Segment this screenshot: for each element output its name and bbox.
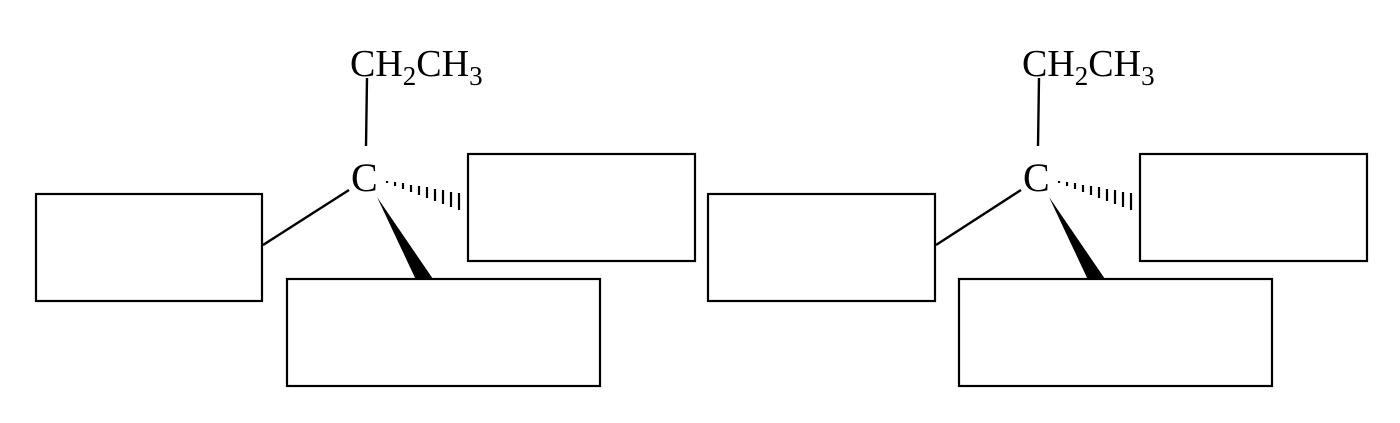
answer-box-2-right[interactable] <box>1138 152 1369 263</box>
hashed-wedge-bond-1 <box>385 181 461 210</box>
left-bond-1 <box>262 188 350 247</box>
central-carbon-1: C <box>351 155 378 200</box>
answer-box-2-left[interactable] <box>706 192 937 303</box>
solid-wedge-bond-2 <box>1049 197 1105 282</box>
answer-box-1-bottom[interactable] <box>285 277 602 388</box>
top-bond-2 <box>1036 77 1041 147</box>
solid-wedge-bond-1 <box>377 197 433 282</box>
answer-box-1-right[interactable] <box>466 152 697 263</box>
central-carbon-2: C <box>1023 155 1050 200</box>
answer-box-1-left[interactable] <box>34 192 264 303</box>
molecule-1: CH2CH3 C <box>34 43 697 388</box>
molecule-2: CH2CH3 C <box>706 43 1369 388</box>
hashed-wedge-bond-2 <box>1057 181 1133 210</box>
left-bond-2 <box>935 188 1022 247</box>
top-substituent-2: CH2CH3 <box>1022 43 1155 91</box>
top-substituent-1: CH2CH3 <box>350 43 483 91</box>
answer-box-2-bottom[interactable] <box>957 277 1274 388</box>
top-bond-1 <box>364 77 369 147</box>
